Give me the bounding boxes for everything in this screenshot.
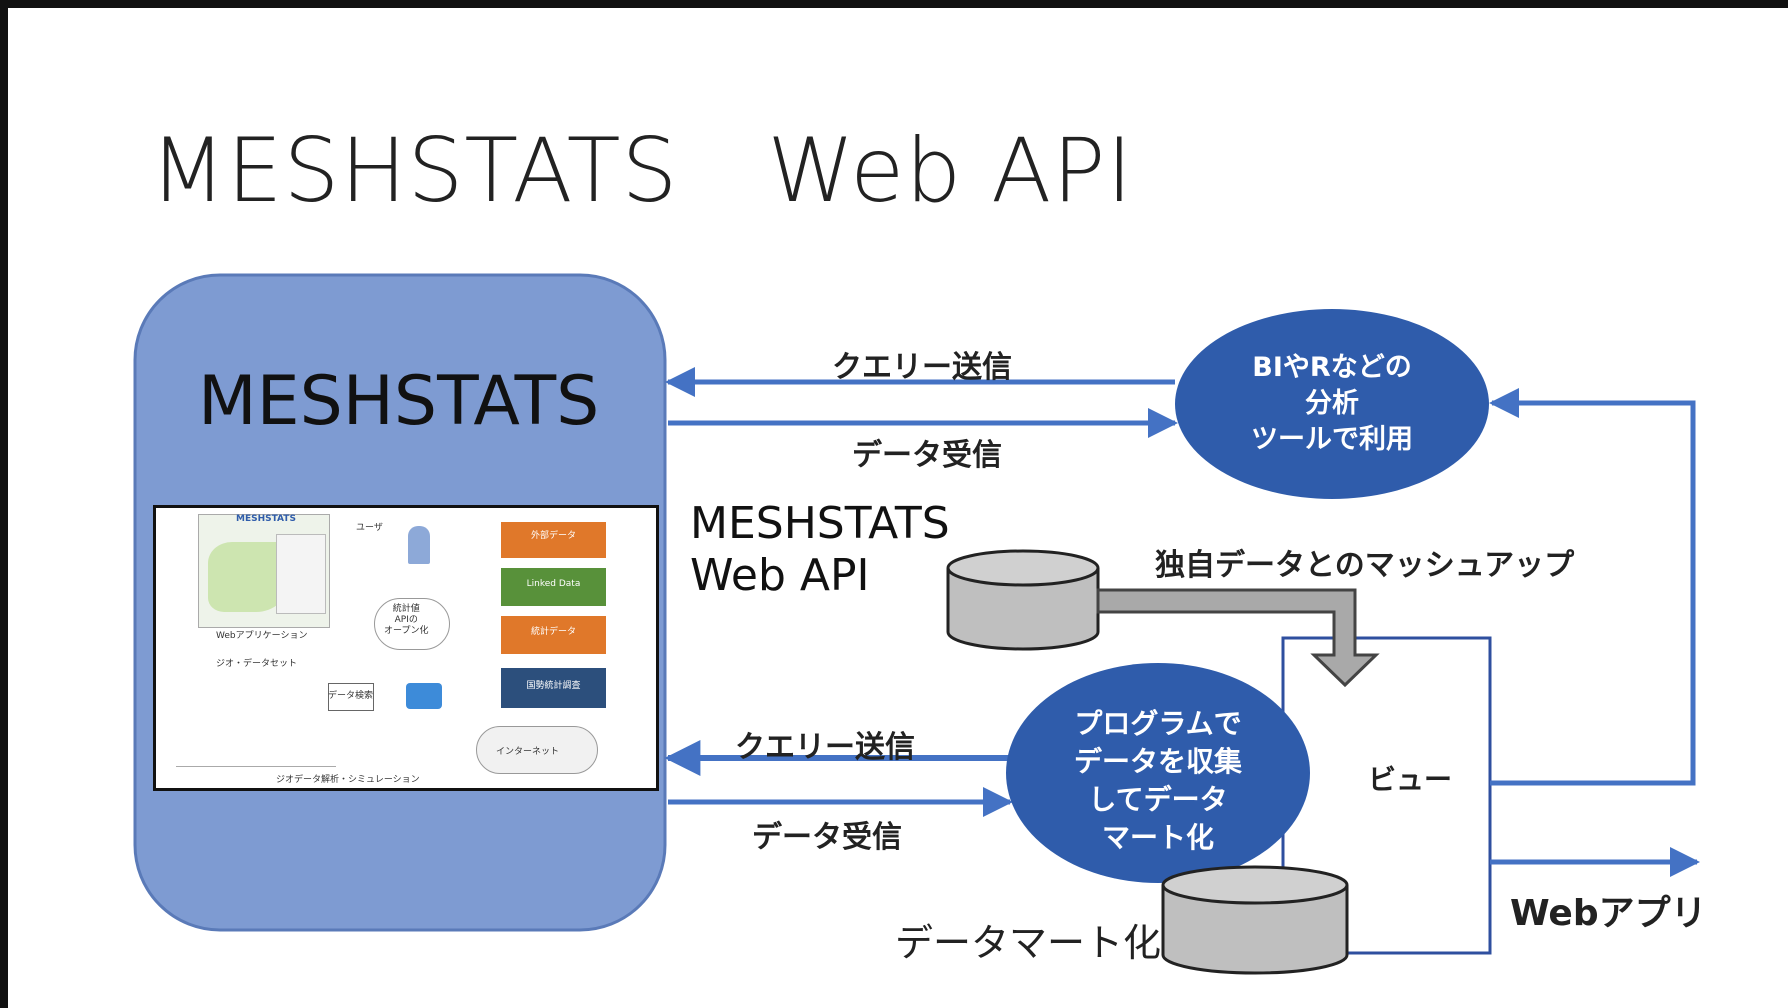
program-circle-label: プログラムで データを収集 してデータ マート化 — [1073, 707, 1242, 854]
datamart-label: データマート化 — [895, 921, 1162, 965]
architecture-thumbnail: MESHSTATS ユーザ Webアプリケーション ジオ・データセット 統計値 … — [153, 505, 659, 791]
bi-circle-label: BIやRなどの 分析 ツールで利用 — [1251, 352, 1413, 455]
page-title: MESHSTATS Web API — [150, 119, 1134, 222]
thumb-divider — [176, 766, 336, 767]
mashup-arrow — [1096, 588, 1380, 688]
thumb-footer: ジオデータ解析・シミュレーション — [276, 775, 420, 785]
thumb-box-stats: 統計データ — [501, 616, 606, 654]
view-label: ビュー — [1368, 763, 1453, 796]
datamart-cylinder — [1161, 865, 1349, 975]
thumb-open-label: 統計値 APIの オープン化 — [384, 604, 429, 636]
web-api-label-line1: MESHSTATS — [690, 498, 950, 549]
thumb-search-box — [328, 683, 374, 711]
thumb-dataset-label: ジオ・データセット — [216, 659, 298, 669]
program-circle — [1006, 663, 1310, 883]
thumb-box-census: 国勢統計調査 — [501, 668, 606, 708]
thumb-internet-label: インターネット — [496, 747, 560, 757]
thumb-search-label: データ検索 — [328, 691, 374, 701]
bottom-query-label: クエリー送信 — [735, 730, 915, 765]
meshstats-box-title: MESHSTATS — [198, 362, 600, 441]
bottom-receive-label: データ受信 — [752, 820, 902, 855]
thumb-box-external: 外部データ — [501, 522, 606, 558]
thumb-box-linked: Linked Data — [501, 568, 606, 606]
mashup-label: 独自データとのマッシュアップ — [1155, 548, 1575, 583]
thumb-map-image — [208, 542, 288, 612]
thumb-blue-chip — [406, 683, 442, 709]
thumb-open-cloud — [374, 598, 450, 650]
thumb-user-label: ユーザ — [356, 523, 383, 533]
thumb-doc-panel — [276, 534, 326, 614]
thumb-internet-cloud — [476, 726, 598, 774]
webapp-label: Webアプリ — [1510, 893, 1707, 934]
top-query-label: クエリー送信 — [832, 350, 1012, 385]
web-api-label-line2: Web API — [690, 550, 870, 601]
top-receive-label: データ受信 — [852, 438, 1002, 473]
thumb-webapp-caption: Webアプリケーション — [216, 631, 308, 641]
thumb-header: MESHSTATS — [236, 514, 296, 524]
view-to-bi-arrow — [1489, 388, 1696, 786]
bi-circle — [1175, 309, 1489, 499]
independent-data-cylinder — [946, 549, 1100, 651]
thumb-user-figure — [408, 526, 430, 564]
